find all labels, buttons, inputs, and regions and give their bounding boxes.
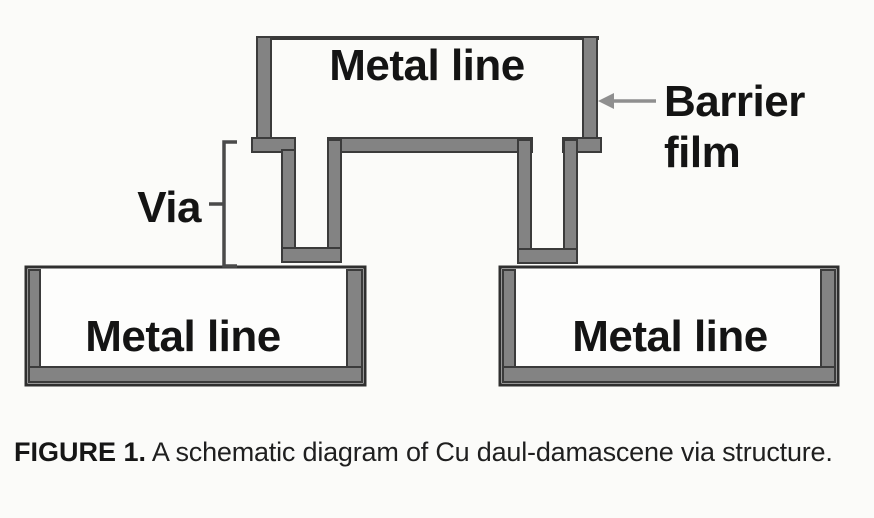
via-bracket <box>209 140 237 268</box>
right-via-bottom <box>517 248 578 264</box>
left-via-left-wall <box>281 149 296 251</box>
barrier-left-foot <box>251 137 296 153</box>
bottom-left-metal-line-label: Metal line <box>85 312 281 361</box>
bottom-right-barrier-right <box>820 269 836 383</box>
figure-caption: FIGURE 1. A schematic diagram of Cu daul… <box>14 433 846 471</box>
top-metal-top-edge <box>256 36 599 40</box>
barrier-film-label-line2: film <box>664 128 740 177</box>
left-via-bottom <box>281 247 342 263</box>
barrier-top-left-wall <box>256 36 272 141</box>
top-metal-line-label: Metal line <box>329 41 525 90</box>
bottom-right-barrier-left <box>502 269 516 383</box>
bottom-left-barrier-bottom <box>28 366 363 383</box>
right-via-right-wall <box>563 139 578 252</box>
bottom-left-barrier-left <box>28 269 41 383</box>
bottom-right-metal-box <box>498 265 840 387</box>
figure-caption-number: FIGURE 1. <box>14 437 147 467</box>
via-label: Via <box>137 183 202 232</box>
bottom-left-barrier-right <box>346 269 363 383</box>
figure-caption-text: A schematic diagram of Cu daul-damascene… <box>151 437 833 467</box>
bottom-right-metal-line-label: Metal line <box>572 312 768 361</box>
bottom-left-metal-box <box>24 265 367 387</box>
left-via-right-wall <box>327 139 342 251</box>
barrier-trench-bottom <box>327 137 533 153</box>
barrier-top-right-wall <box>582 36 598 141</box>
right-via-left-wall <box>517 139 532 252</box>
barrier-arrow-head-icon <box>598 93 614 109</box>
barrier-film-label-line1: Barrier <box>664 77 805 126</box>
bottom-right-barrier-bottom <box>502 366 836 383</box>
